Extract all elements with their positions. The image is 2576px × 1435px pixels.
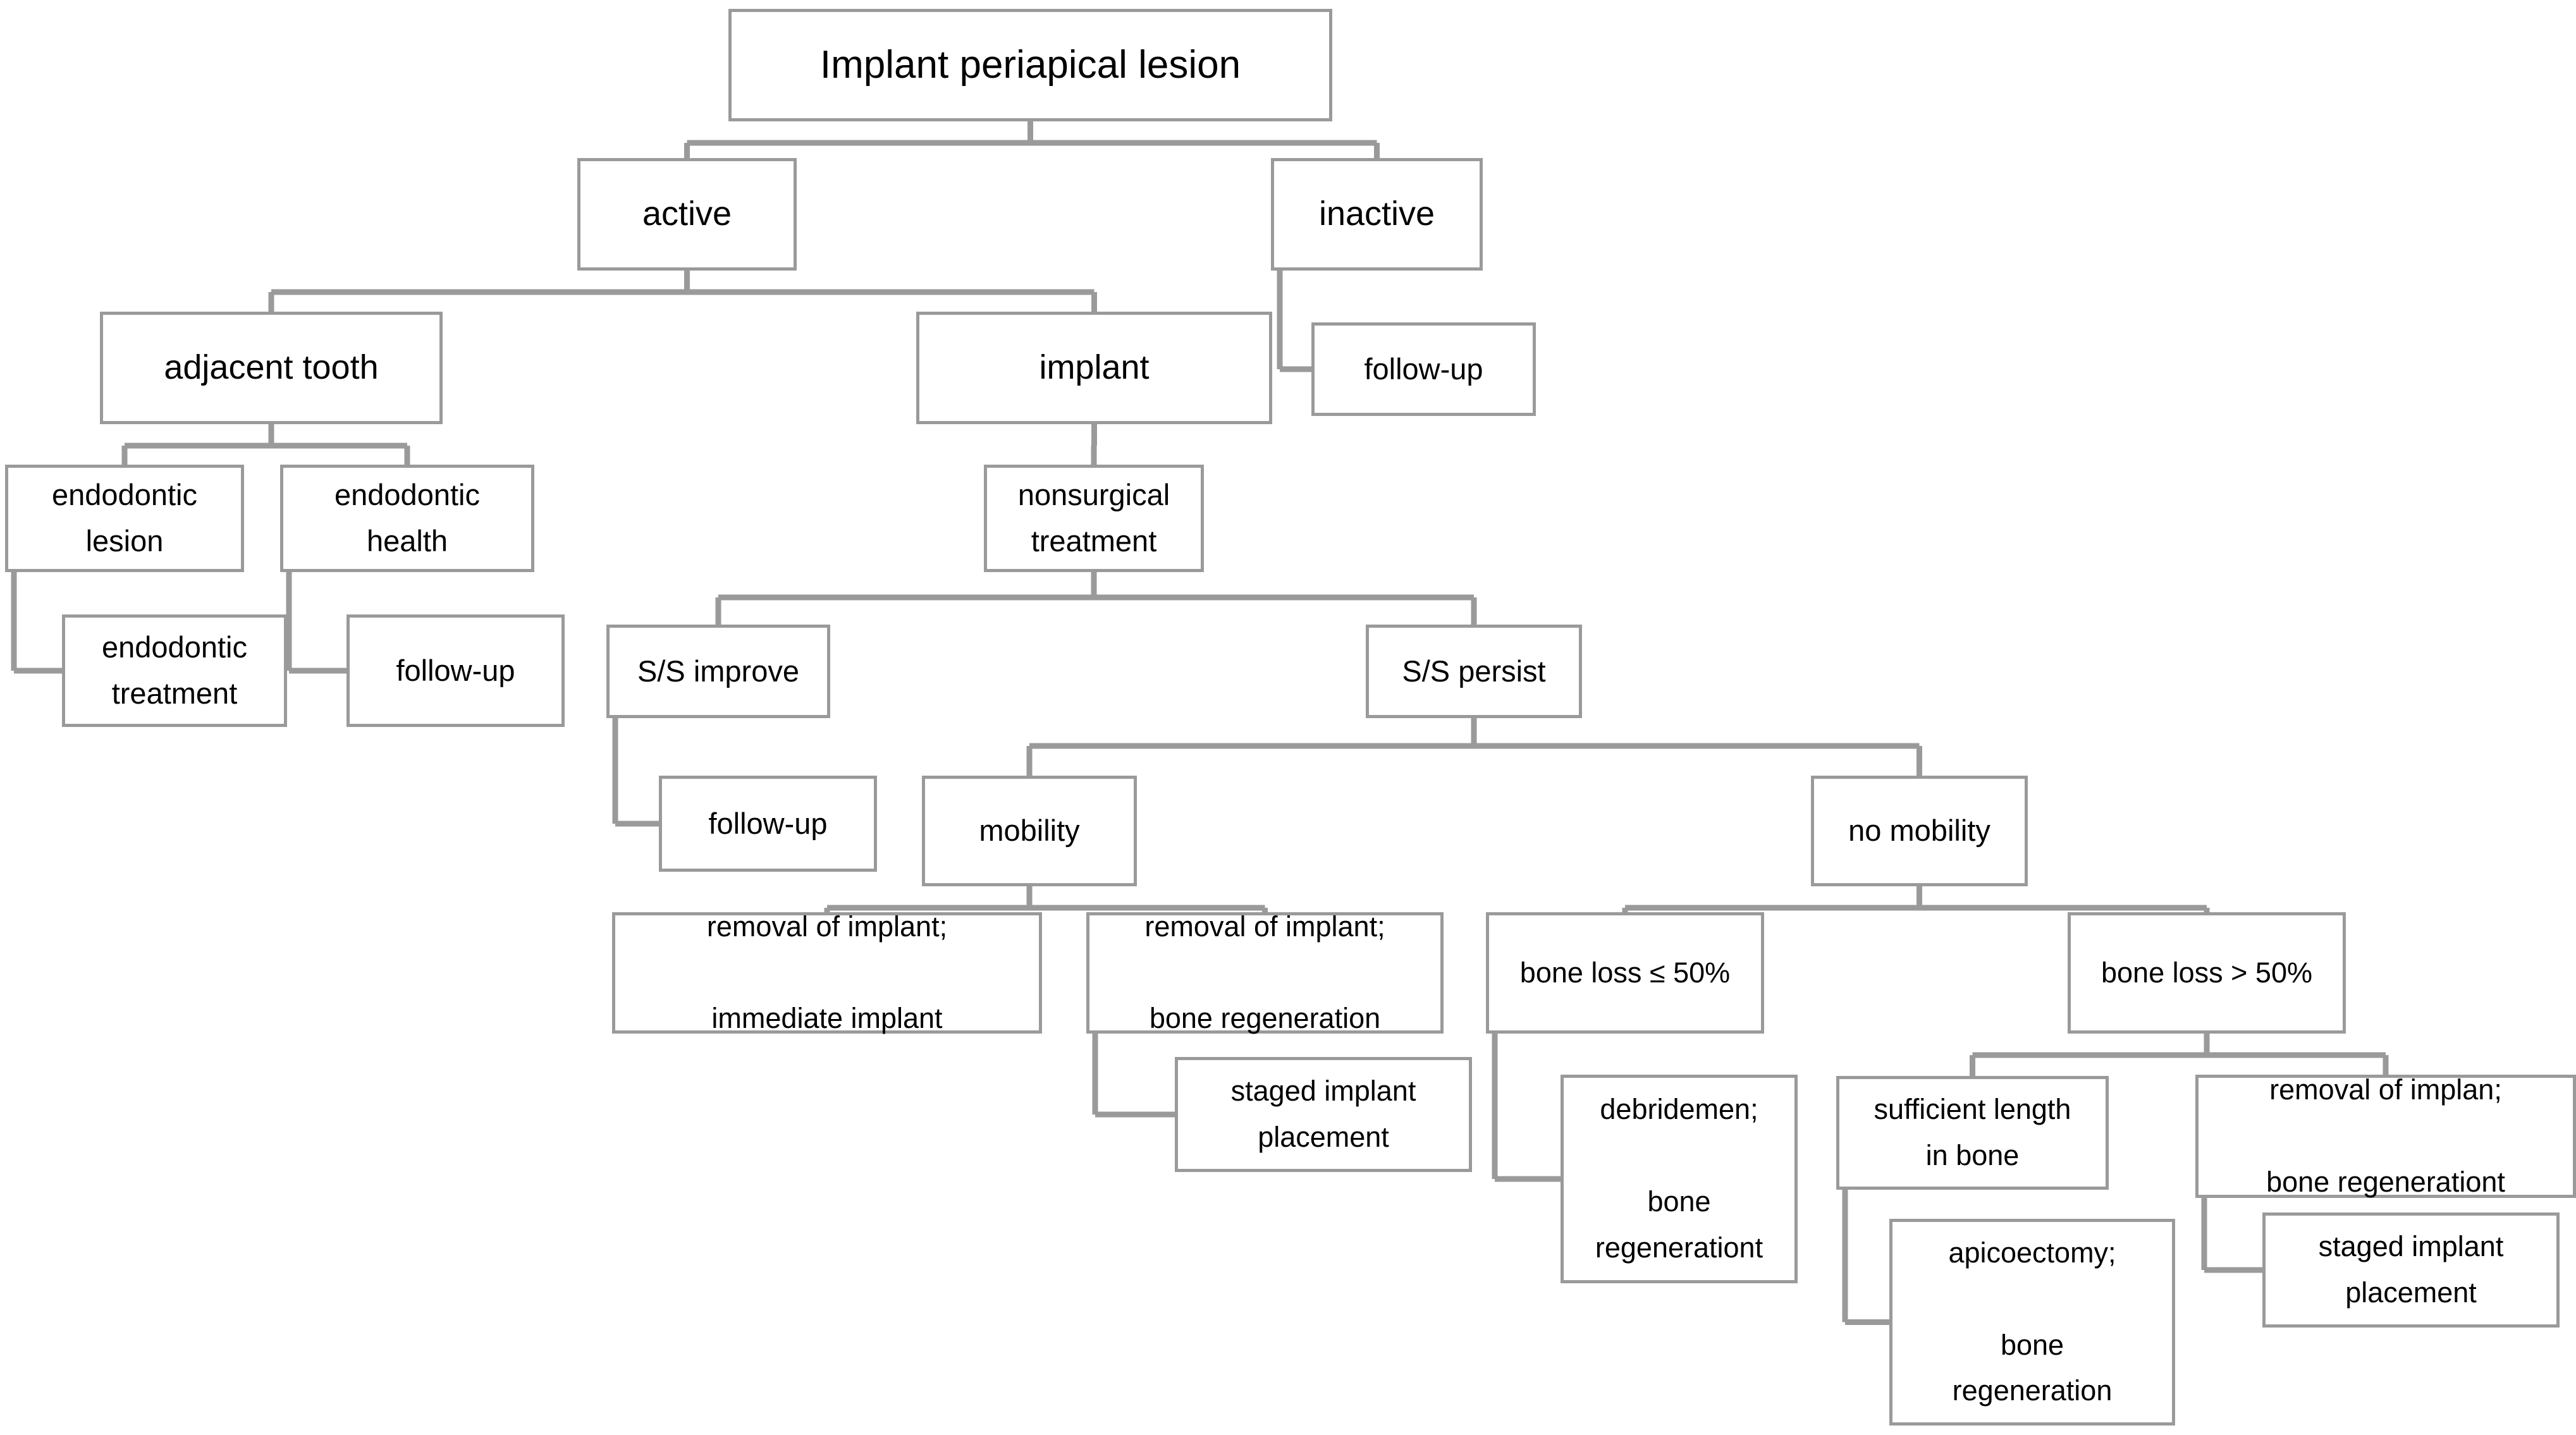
node-implant[interactable]: implant bbox=[916, 312, 1272, 424]
node-label: debridemen; bone regenerationt bbox=[1595, 1093, 1763, 1264]
node-label: Implant periapical lesion bbox=[819, 42, 1241, 87]
node-root[interactable]: Implant periapical lesion bbox=[728, 9, 1332, 121]
node-followup-health[interactable]: follow-up bbox=[347, 614, 565, 727]
node-ss-improve[interactable]: S/S improve bbox=[606, 625, 830, 718]
node-no-mobility[interactable]: no mobility bbox=[1811, 776, 2028, 886]
node-label: follow-up bbox=[396, 653, 515, 687]
node-label: bone loss > 50% bbox=[2101, 956, 2312, 989]
node-staged-gt50[interactable]: staged implant placement bbox=[2262, 1212, 2560, 1328]
node-adjacent-tooth[interactable]: adjacent tooth bbox=[100, 312, 443, 424]
node-mobility[interactable]: mobility bbox=[922, 776, 1137, 886]
node-bone-loss-gt50[interactable]: bone loss > 50% bbox=[2068, 912, 2346, 1034]
node-label: S/S persist bbox=[1402, 654, 1546, 688]
node-label: follow-up bbox=[708, 806, 828, 840]
node-label: active bbox=[642, 195, 732, 233]
node-sufficient-length[interactable]: sufficient length in bone bbox=[1836, 1076, 2109, 1190]
node-label: S/S improve bbox=[637, 654, 799, 688]
node-label: inactive bbox=[1318, 195, 1435, 233]
node-bone-loss-le50[interactable]: bone loss ≤ 50% bbox=[1486, 912, 1764, 1034]
node-followup-improve[interactable]: follow-up bbox=[659, 776, 877, 872]
node-debridement[interactable]: debridemen; bone regenerationt bbox=[1561, 1075, 1798, 1283]
node-label: endodontic lesion bbox=[52, 478, 197, 558]
node-ss-persist[interactable]: S/S persist bbox=[1366, 625, 1582, 718]
node-label: endodontic health bbox=[334, 478, 480, 558]
node-label: bone loss ≤ 50% bbox=[1519, 956, 1731, 989]
node-removal-bonereg[interactable]: removal of implant; bone regeneration bbox=[1086, 910, 1444, 1034]
node-followup-inactive[interactable]: follow-up bbox=[1311, 322, 1536, 416]
node-inactive[interactable]: inactive bbox=[1271, 158, 1483, 271]
node-nonsurgical[interactable]: nonsurgical treatment bbox=[984, 465, 1204, 572]
node-removal-bonereg-2[interactable]: removal of implan; bone regenerationt bbox=[2195, 1073, 2576, 1198]
node-label: removal of implant; bone regeneration bbox=[1144, 910, 1385, 1035]
node-label: adjacent tooth bbox=[164, 348, 379, 387]
node-label: staged implant placement bbox=[2318, 1230, 2504, 1309]
node-label: endodontic treatment bbox=[102, 630, 247, 710]
node-label: sufficient length in bone bbox=[1874, 1093, 2071, 1171]
node-endo-health[interactable]: endodontic health bbox=[280, 465, 534, 572]
node-label: removal of implant; immediate implant bbox=[706, 910, 948, 1035]
node-label: nonsurgical treatment bbox=[1017, 478, 1170, 558]
node-removal-immediate[interactable]: removal of implant; immediate implant bbox=[612, 910, 1042, 1034]
node-label: mobility bbox=[979, 814, 1080, 848]
node-staged-mobility[interactable]: staged implant placement bbox=[1175, 1057, 1472, 1172]
node-label: apicoectomy; bone regeneration bbox=[1948, 1236, 2116, 1407]
node-label: implant bbox=[1039, 348, 1150, 387]
node-endo-lesion[interactable]: endodontic lesion bbox=[5, 465, 244, 572]
node-label: removal of implan; bone regenerationt bbox=[2266, 1073, 2505, 1198]
node-label: follow-up bbox=[1364, 351, 1483, 386]
node-endo-treatment[interactable]: endodontic treatment bbox=[62, 614, 287, 727]
node-active[interactable]: active bbox=[577, 158, 797, 271]
node-label: staged implant placement bbox=[1230, 1075, 1416, 1153]
node-label: no mobility bbox=[1848, 814, 1990, 848]
node-apicoectomy[interactable]: apicoectomy; bone regeneration bbox=[1889, 1219, 2175, 1426]
